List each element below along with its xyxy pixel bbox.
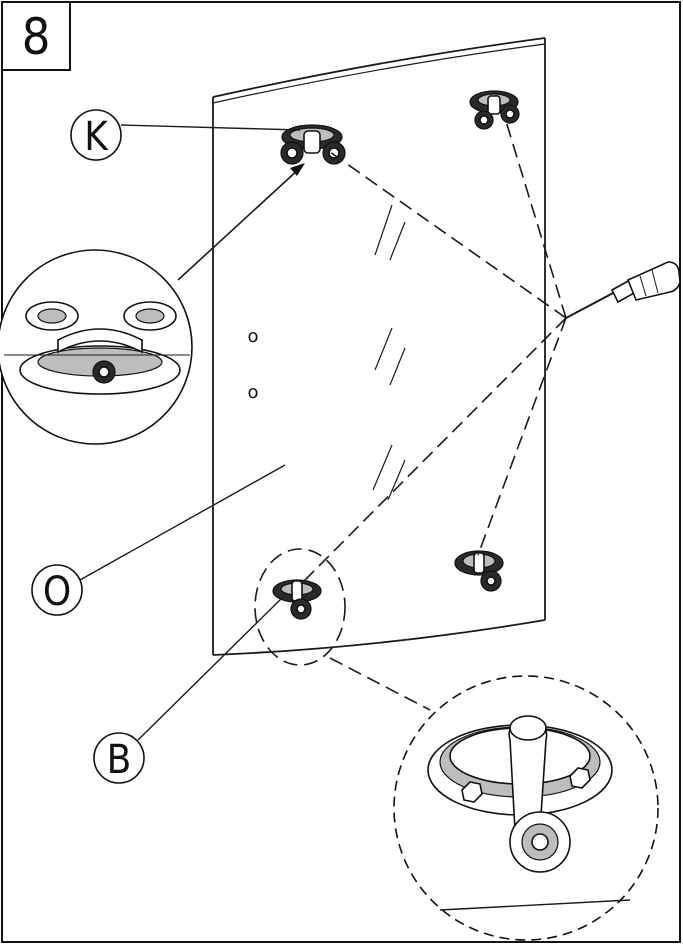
step-number-box: 8: [1, 1, 71, 71]
roller-b-icon: [272, 579, 322, 620]
roller-bottom-right-icon: [454, 550, 504, 592]
callout-o: O: [31, 464, 286, 616]
screw-guide-lines: [299, 117, 567, 586]
roller-k-icon: [280, 124, 346, 165]
callout-k: K: [70, 109, 301, 161]
panel-hole-top: o: [247, 326, 258, 347]
callout-o-label: O: [43, 569, 71, 615]
callout-b-label: B: [107, 737, 132, 783]
glass-panel: o o: [212, 37, 546, 656]
bottom-roller-detail-icon: [393, 675, 659, 941]
panel-hole-bottom: o: [247, 382, 258, 403]
screwdriver-icon: [565, 261, 681, 319]
roller-detail-icon: [0, 249, 193, 445]
callout-b: B: [93, 594, 286, 784]
callout-k-label: K: [84, 114, 109, 160]
zoom-guide-line: [329, 657, 431, 711]
roller-top-right-icon: [469, 90, 520, 130]
zoom-marker: [254, 548, 346, 666]
step-number: 8: [22, 8, 51, 66]
detail-pointer-arrow: [177, 163, 305, 281]
